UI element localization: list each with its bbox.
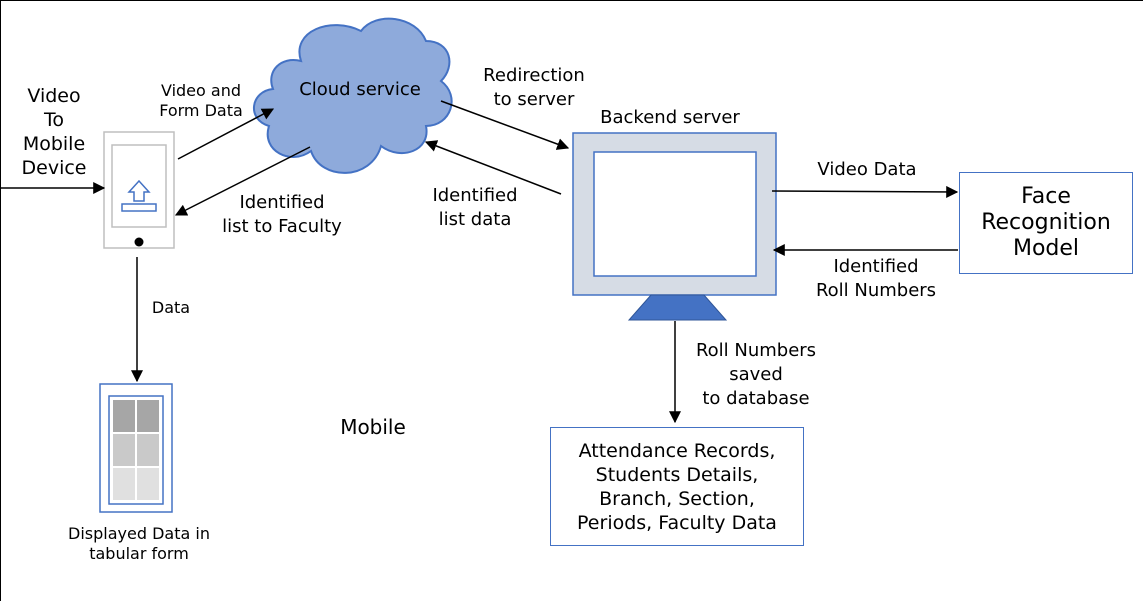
arrow-cloud-to-server: [440, 100, 570, 150]
arrow-phone-to-cloud: [177, 108, 275, 160]
redirection-label: Redirection to server: [483, 65, 585, 110]
tablet-table-icon: [99, 383, 173, 513]
data-label: Data: [151, 298, 191, 317]
roll-saved-label: Roll Numbers saved to database: [695, 340, 817, 409]
face-recognition-model-box: Face Recognition Model: [959, 172, 1133, 274]
backend-server-label: Backend server: [600, 107, 740, 128]
cloud-label: Cloud service: [299, 79, 421, 100]
table-caption: Displayed Data in tabular form: [68, 524, 210, 563]
identified-roll-label: Identified Roll Numbers: [815, 256, 937, 301]
database-box: Attendance Records, Students Details, Br…: [550, 427, 804, 546]
identified-faculty-label: Identified list to Faculty: [222, 192, 342, 237]
input-label: Video To Mobile Device: [21, 85, 87, 179]
monitor-icon: [572, 132, 777, 321]
video-form-label: Video and Form Data: [159, 81, 243, 120]
mobile-label: Mobile: [340, 415, 406, 439]
arrow-cloud-to-phone: [174, 146, 311, 216]
arrow-server-to-cloud: [424, 140, 562, 195]
upload-arrow-icon: [121, 179, 157, 212]
arrow-server-to-model: [771, 185, 959, 198]
video-data-label: Video Data: [817, 159, 917, 180]
identified-list-data-label: Identified list data: [432, 185, 518, 230]
